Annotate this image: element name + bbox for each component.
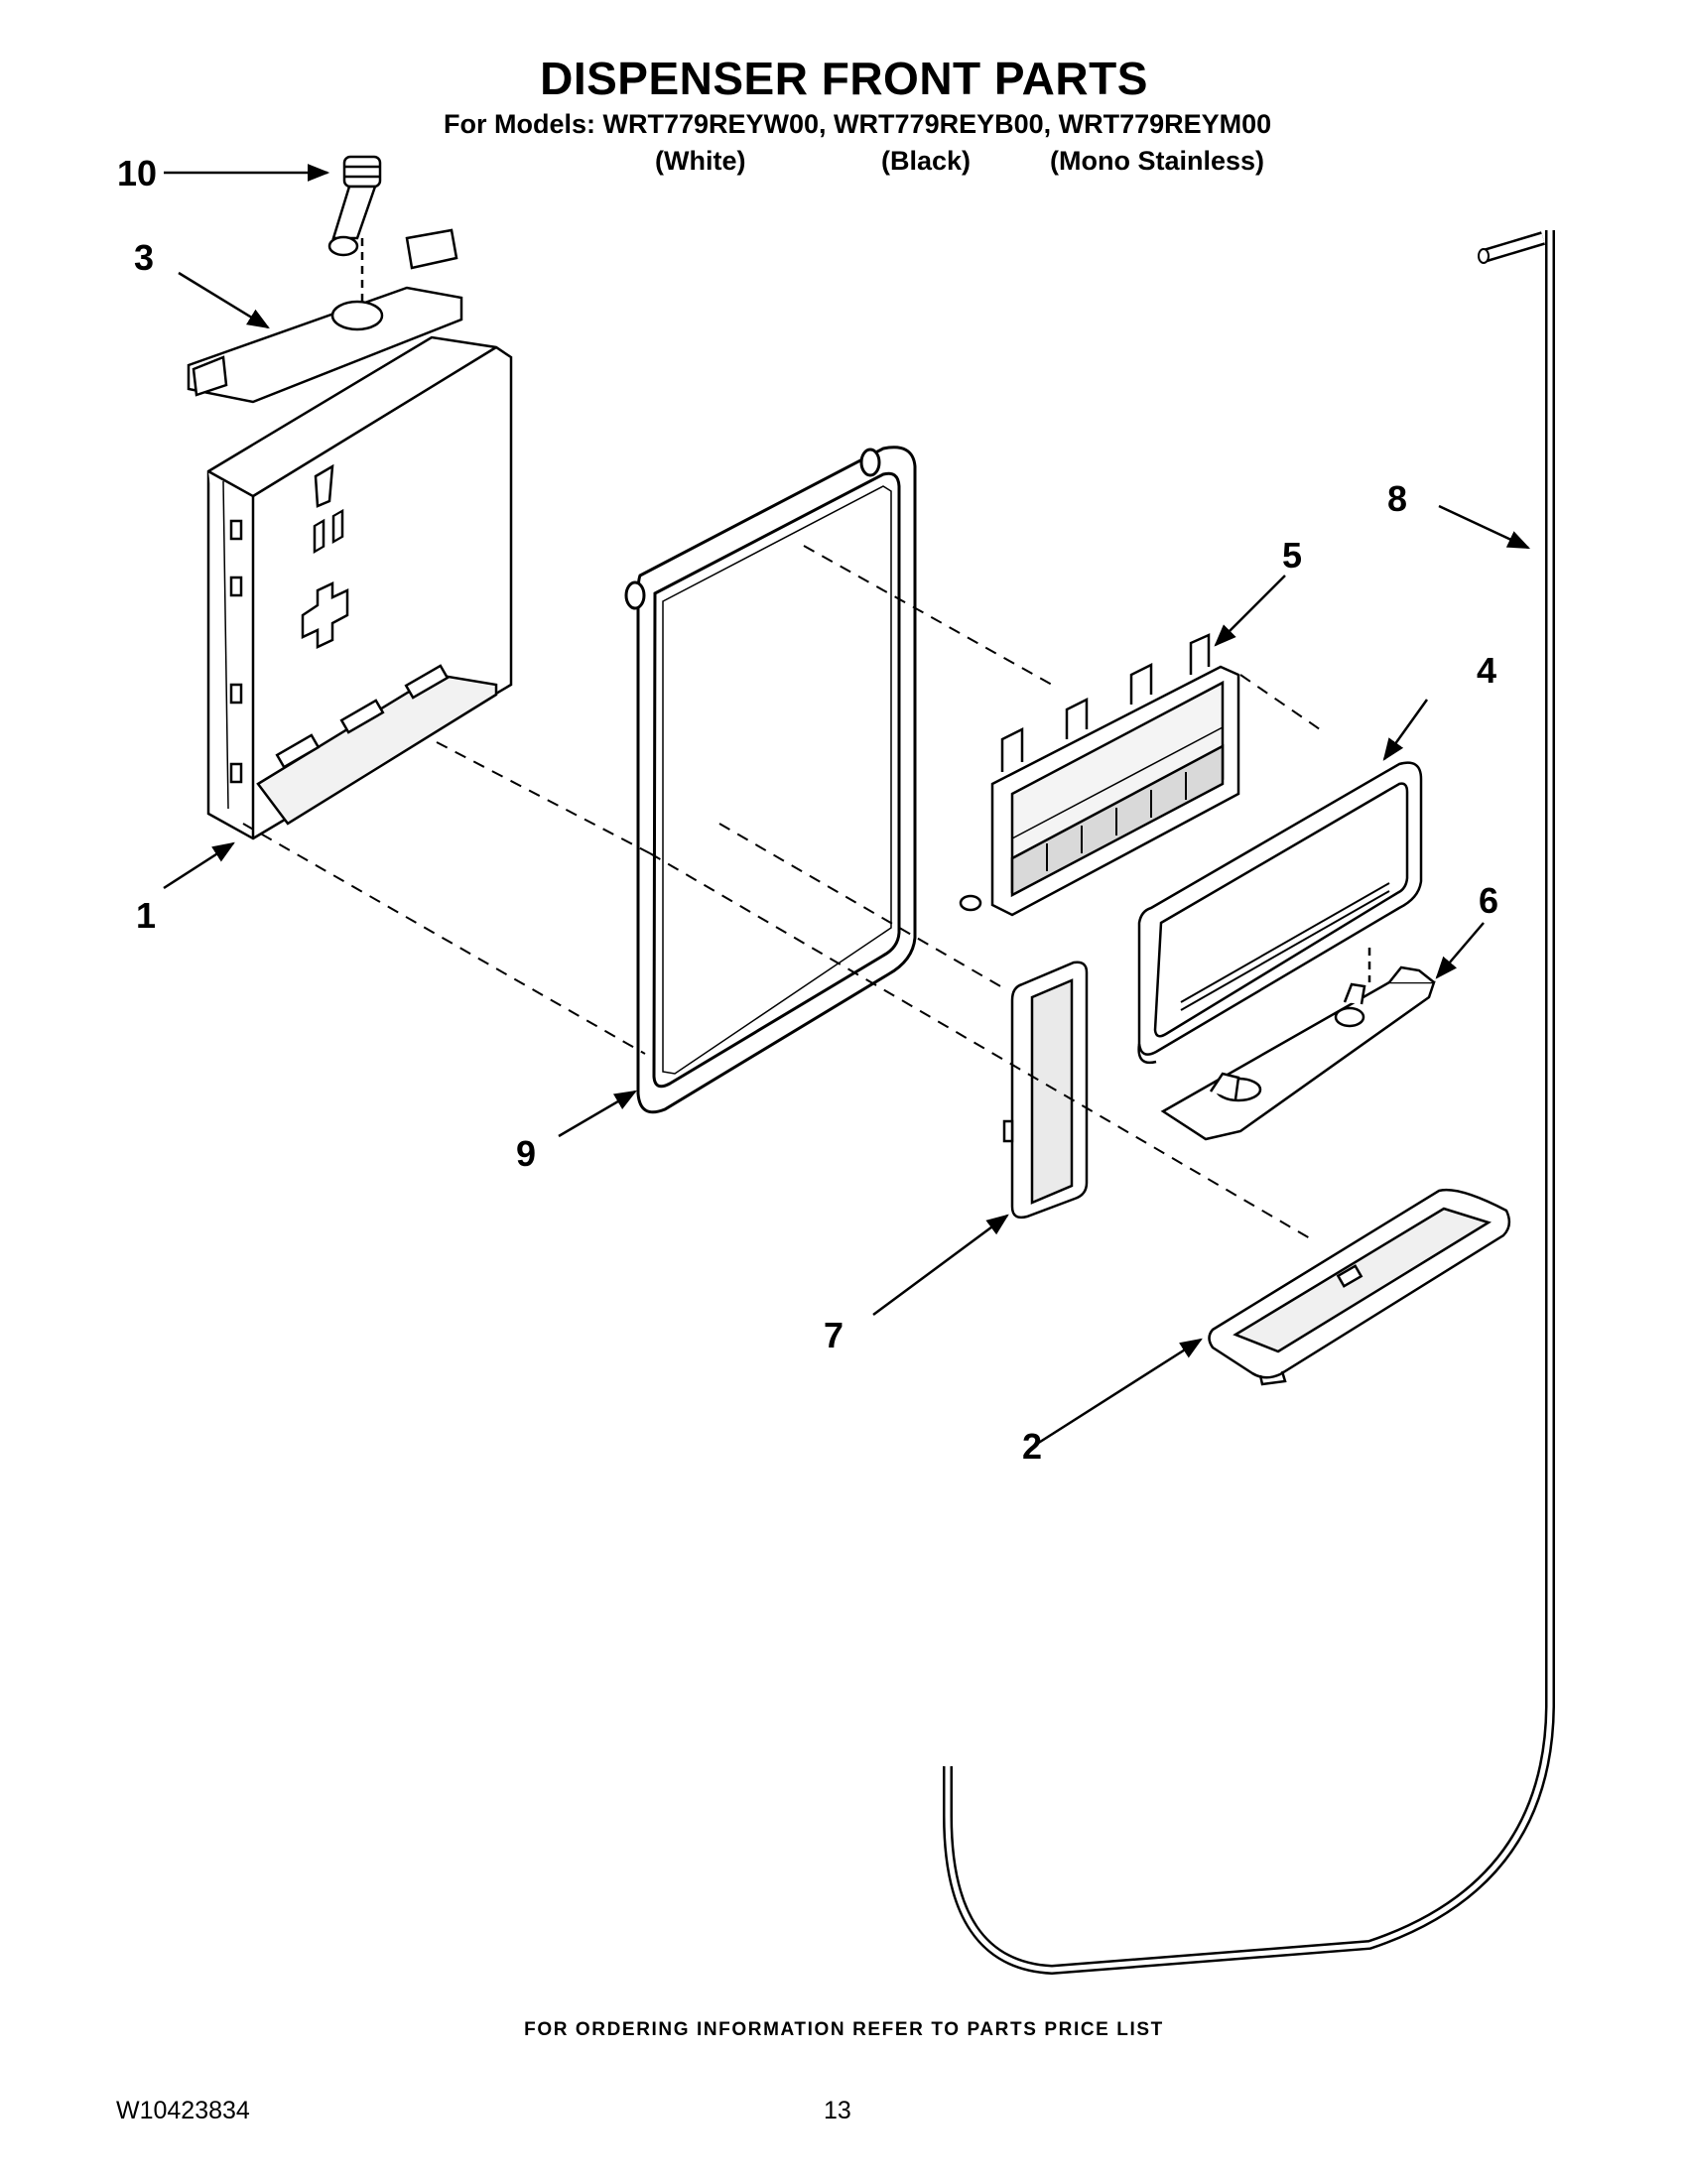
callout-8: 8 xyxy=(1387,478,1407,519)
callout-3: 3 xyxy=(134,237,154,278)
callout-labels: 10 3 1 2 4 5 6 7 8 9 xyxy=(117,153,1498,1467)
callout-5: 5 xyxy=(1282,535,1302,576)
part-10-water-fitting xyxy=(327,155,382,318)
part-5-control-board xyxy=(959,633,1240,917)
callout-6: 6 xyxy=(1479,880,1498,921)
assembly-guide-lines xyxy=(242,545,1321,1239)
callout-10: 10 xyxy=(117,153,157,193)
part-4-cover-trim xyxy=(1137,761,1423,1065)
part-6-lower-bracket xyxy=(1160,948,1436,1141)
callout-4: 4 xyxy=(1477,650,1496,691)
ordering-note: FOR ORDERING INFORMATION REFER TO PARTS … xyxy=(524,2019,1164,2040)
part-9-frame-gasket xyxy=(624,446,917,1114)
model-list: For Models: WRT779REYW00, WRT779REYB00, … xyxy=(444,109,1272,139)
variant-white: (White) xyxy=(655,146,746,176)
variant-black: (Black) xyxy=(881,146,972,176)
callout-2: 2 xyxy=(1022,1426,1042,1467)
callout-7: 7 xyxy=(824,1315,844,1355)
part-2-drip-tray xyxy=(1208,1189,1511,1386)
part-8-water-tubing xyxy=(943,230,1555,1976)
page-title: DISPENSER FRONT PARTS xyxy=(540,53,1148,104)
part-1-dispenser-housing xyxy=(206,335,513,840)
callout-leaders xyxy=(163,164,1531,1446)
variant-mono-stainless: (Mono Stainless) xyxy=(1050,146,1265,176)
page-number: 13 xyxy=(824,2097,851,2124)
callout-9: 9 xyxy=(516,1133,536,1174)
document-number: W10423834 xyxy=(116,2097,250,2124)
part-7-side-pad xyxy=(1002,961,1089,1220)
part-3-mounting-bracket xyxy=(187,228,463,404)
callout-1: 1 xyxy=(136,895,156,936)
